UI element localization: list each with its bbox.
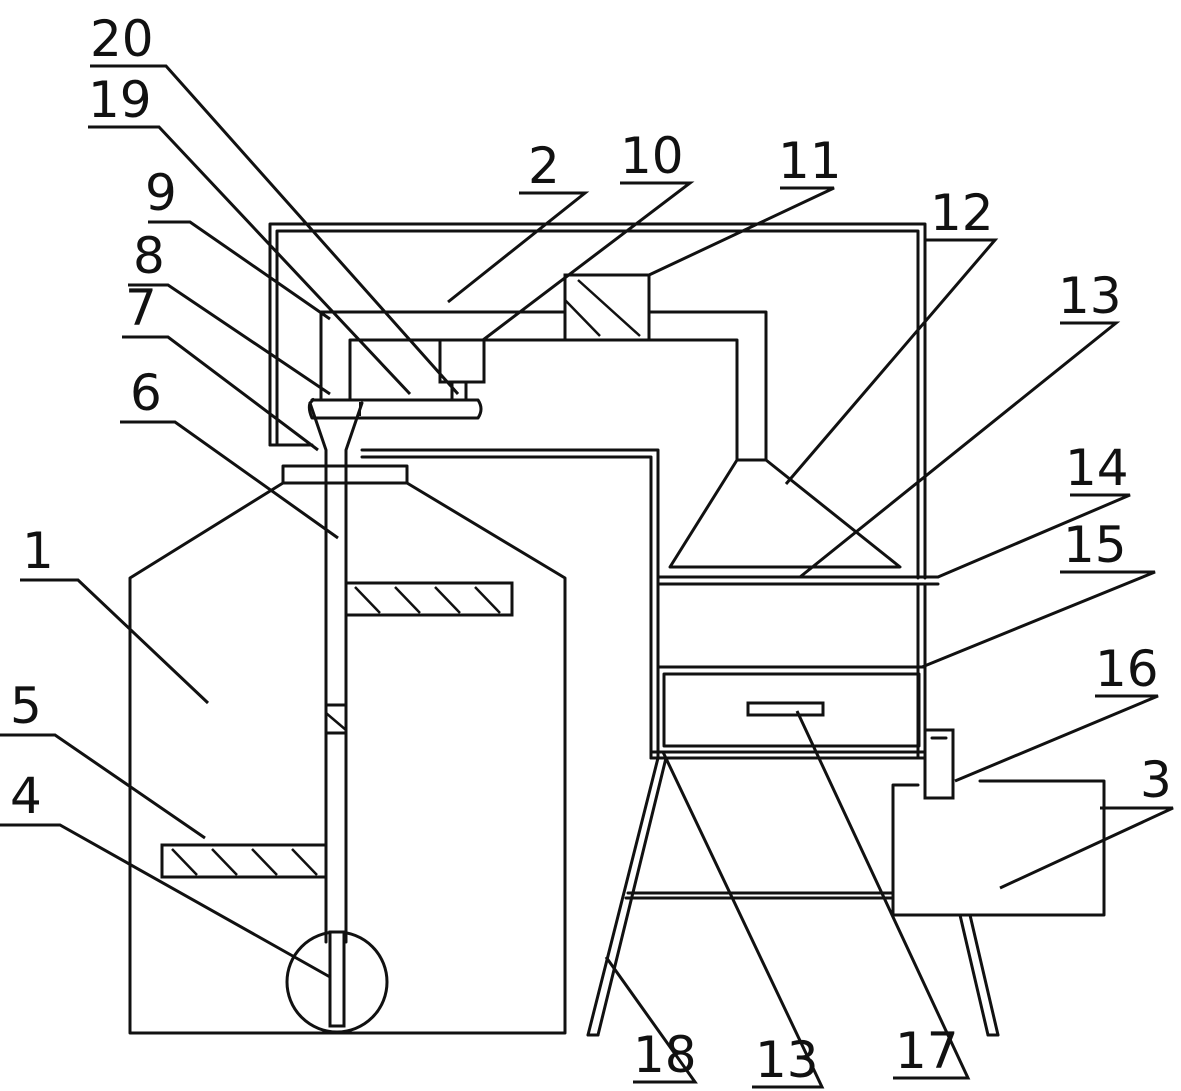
label-2: 2 [528, 137, 560, 195]
feed-pipe [307, 397, 483, 420]
label-17: 17 [895, 1022, 959, 1080]
label-14: 14 [1065, 439, 1129, 497]
filter-block [563, 273, 651, 342]
hood-enclosure [268, 222, 927, 760]
label-13-lower: 13 [755, 1031, 819, 1089]
stirring-shaft [324, 453, 348, 944]
funnel [308, 401, 364, 472]
leader-lines [0, 64, 1174, 1089]
fan-motor [438, 338, 486, 402]
part-labels: 1 2 3 4 5 6 7 8 9 10 11 12 13 14 15 16 1… [10, 10, 1172, 1089]
label-20: 20 [90, 10, 154, 68]
label-19: 19 [88, 71, 152, 129]
label-8: 8 [133, 227, 165, 285]
drawer-chamber [649, 582, 934, 760]
label-10: 10 [620, 127, 684, 185]
label-16: 16 [1095, 640, 1159, 698]
drawer-handle [746, 701, 825, 717]
pump [285, 930, 389, 1034]
collector-box [891, 779, 1106, 917]
label-18: 18 [633, 1026, 697, 1084]
label-12: 12 [930, 184, 994, 242]
label-7: 7 [125, 279, 157, 337]
lower-paddle [160, 843, 328, 879]
label-4: 4 [10, 767, 42, 825]
label-9: 9 [145, 164, 177, 222]
support-stand [586, 756, 1000, 1037]
exhaust-duct [647, 310, 768, 462]
drip-plate [656, 575, 940, 586]
label-5: 5 [10, 677, 42, 735]
collection-hood [668, 458, 902, 569]
label-13-upper: 13 [1058, 267, 1122, 325]
upper-paddle [344, 581, 514, 617]
label-3: 3 [1140, 751, 1172, 809]
outlet-pipe [923, 728, 955, 800]
label-1: 1 [22, 522, 54, 580]
label-11: 11 [778, 132, 842, 190]
label-6: 6 [130, 364, 162, 422]
label-15: 15 [1063, 516, 1127, 574]
